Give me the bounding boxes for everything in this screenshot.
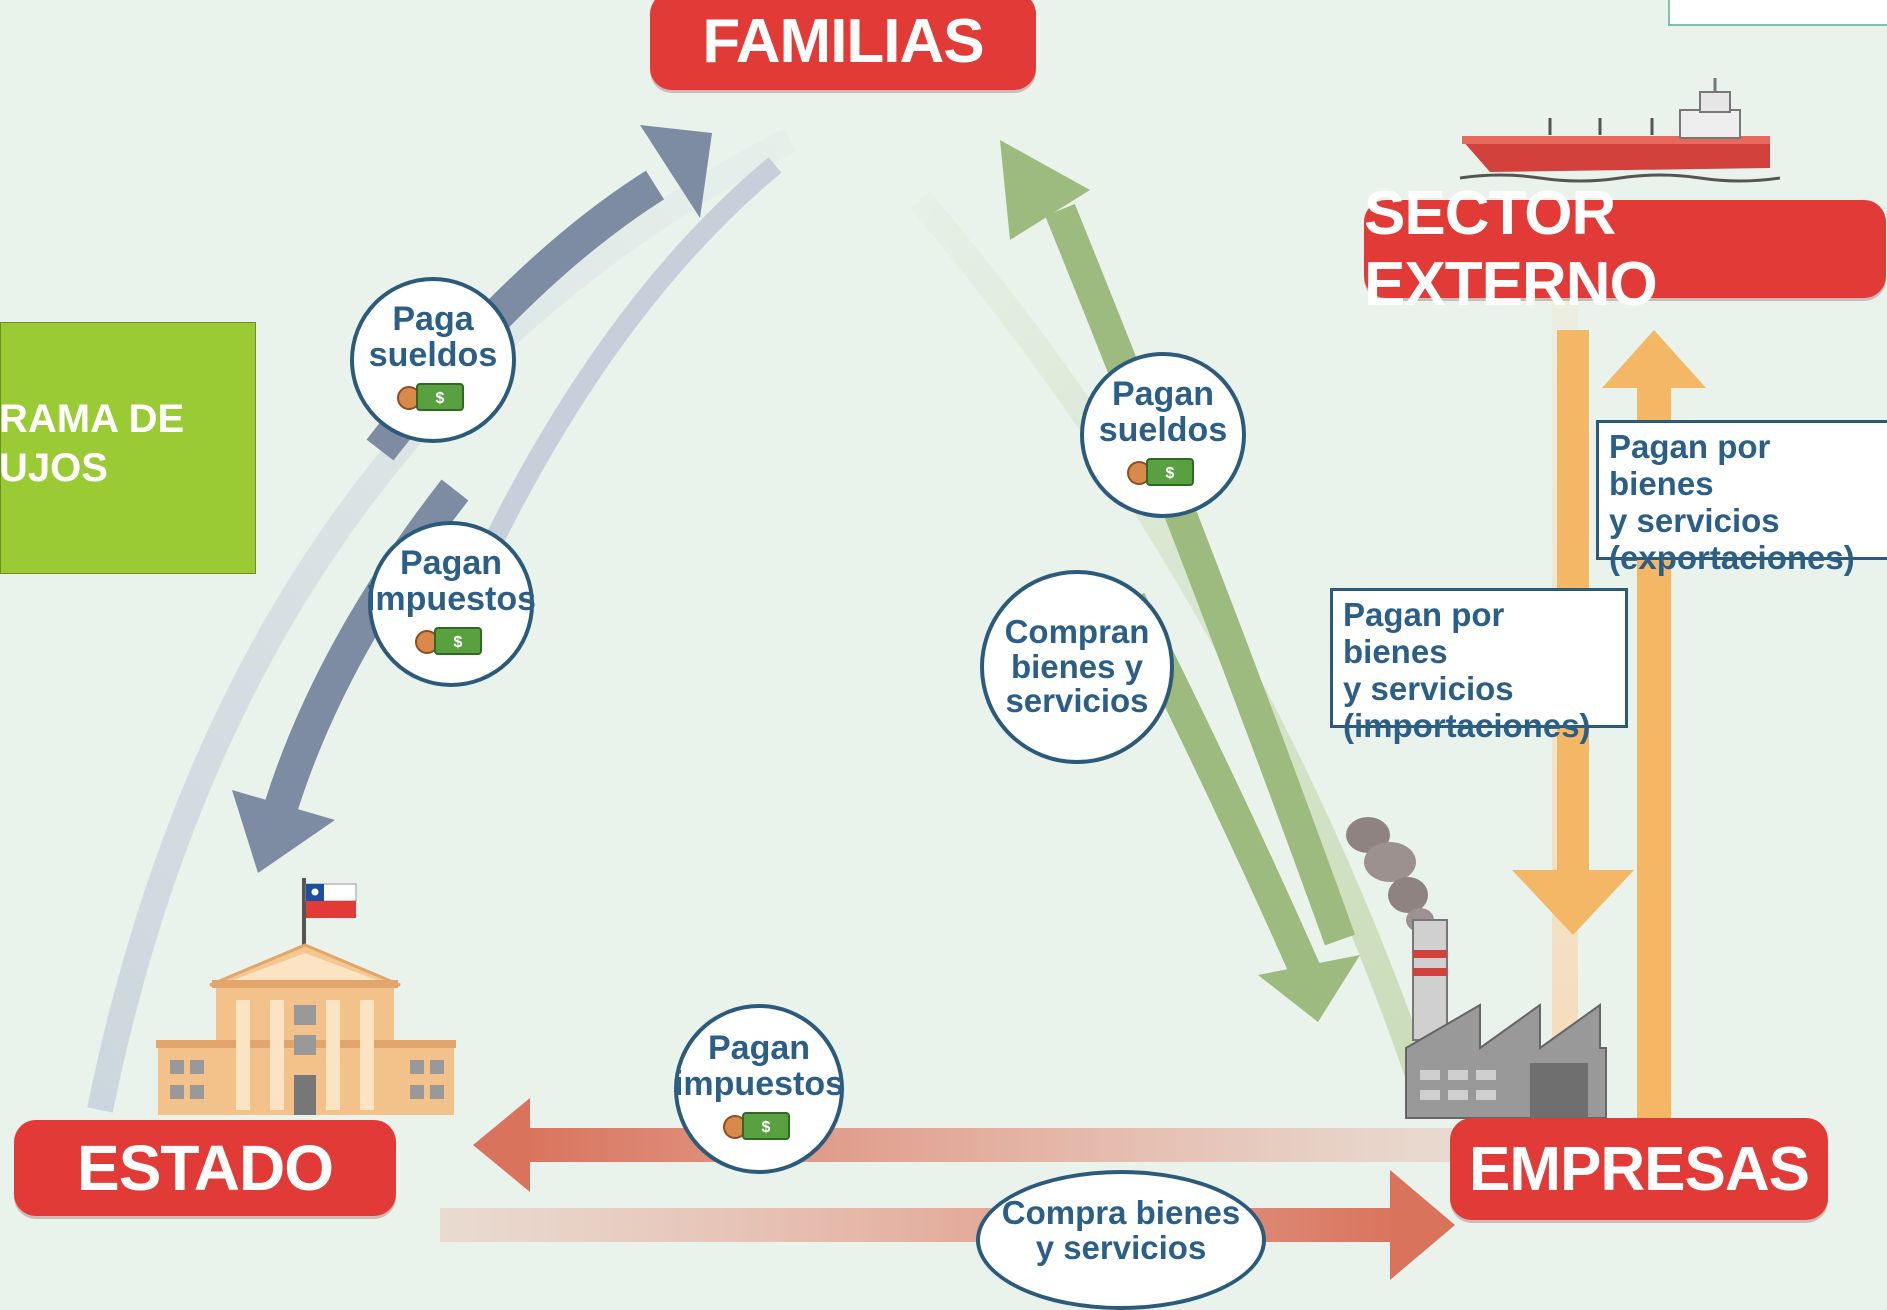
arc-pale-blue bbox=[460, 157, 782, 595]
factory-icon bbox=[1346, 817, 1607, 1119]
bubble-familias-compran: Compran bienes y servicios bbox=[980, 570, 1174, 764]
money-symbol: $ bbox=[436, 390, 445, 407]
money-icon: $ bbox=[415, 626, 482, 655]
arrowhead-up-orange bbox=[1602, 330, 1706, 388]
node-sector-externo: SECTOR EXTERNO bbox=[1364, 179, 1886, 319]
bubble-estado-paga-sueldos: Paga sueldos $ bbox=[350, 277, 516, 443]
money-symbol: $ bbox=[1166, 465, 1175, 482]
arrowhead-left-red bbox=[473, 1098, 530, 1192]
slide-title: RAMA DE UJOS bbox=[0, 395, 184, 493]
bubble-text: Compran bienes y servicios bbox=[1004, 613, 1150, 720]
node-estado: ESTADO bbox=[14, 1120, 396, 1216]
arrowhead-familias-blue bbox=[640, 125, 712, 218]
bubble-text: Pagan impuestos bbox=[365, 544, 537, 618]
bubble-text: Pagan impuestos bbox=[673, 1029, 845, 1103]
bubble-empresas-pagan-sueldos: Pagan sueldos $ bbox=[1080, 352, 1246, 518]
arrowhead-right-red bbox=[1390, 1170, 1455, 1280]
government-building-icon bbox=[156, 943, 456, 1115]
label-exportaciones: Pagan por bienes y servicios (exportacio… bbox=[1596, 420, 1887, 576]
arrow-empresas-to-familias bbox=[1045, 203, 1356, 946]
bubble-familias-pagan-impuestos: Pagan impuestos $ bbox=[365, 521, 537, 687]
arrowhead-down-orange bbox=[1512, 870, 1634, 935]
money-icon: $ bbox=[723, 1111, 790, 1140]
money-symbol: $ bbox=[762, 1119, 771, 1136]
chile-flag-icon bbox=[302, 878, 357, 945]
arrowhead-empresas-green bbox=[1258, 955, 1360, 1022]
title-line-2: UJOS bbox=[0, 445, 108, 490]
node-empresas: EMPRESAS bbox=[1450, 1118, 1828, 1220]
node-familias: FAMILIAS bbox=[650, 0, 1036, 90]
arrowhead-estado-blue bbox=[232, 790, 335, 873]
corner-box bbox=[1668, 0, 1887, 26]
money-symbol: $ bbox=[454, 634, 463, 651]
money-icon: $ bbox=[1127, 457, 1194, 486]
arrowhead-familias-green bbox=[1000, 140, 1090, 240]
title-line-1: RAMA DE bbox=[0, 397, 185, 441]
label-importaciones: Pagan por bienes y servicios (importacio… bbox=[1330, 588, 1628, 744]
money-icon: $ bbox=[397, 382, 464, 411]
bubble-empresas-pagan-impuestos: Pagan impuestos $ bbox=[674, 1004, 844, 1174]
ship-icon bbox=[1459, 78, 1781, 183]
title-box: RAMA DE UJOS bbox=[0, 322, 256, 574]
bubble-text: Paga sueldos bbox=[368, 300, 498, 374]
bubble-estado-compra: Compra bienes y servicios bbox=[976, 1170, 1266, 1310]
bubble-text: Compra bienes y servicios bbox=[1001, 1194, 1241, 1266]
bubble-text: Pagan sueldos bbox=[1098, 375, 1228, 449]
faded-arc-left bbox=[87, 128, 796, 1113]
red-bar-to-estado bbox=[520, 1128, 1470, 1162]
